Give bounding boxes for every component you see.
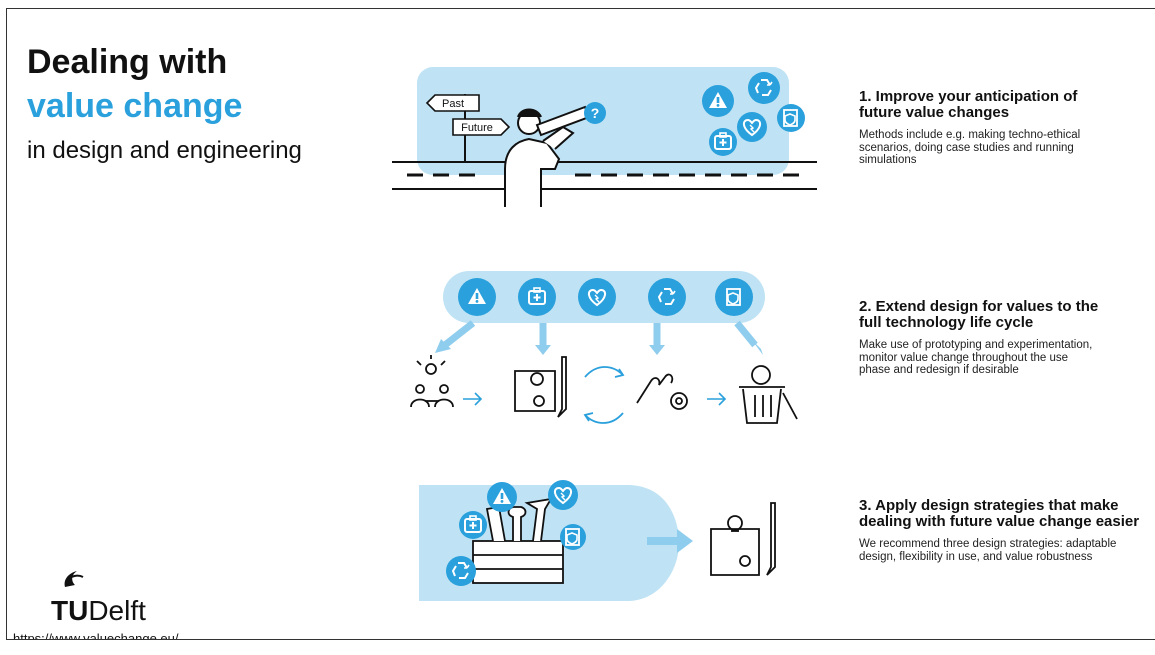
step-2-title: 2. Extend design for values to the full … [859,298,1099,331]
arrow-right-1 [463,392,483,406]
question-icon [584,102,606,124]
step-2: 2. Extend design for values to the full … [859,299,1155,377]
sign-past-label: Past [442,98,464,110]
cycle-arrows-icon [583,366,625,424]
slide-frame: Dealing with value change in design and … [6,8,1155,640]
step-2-body: Make use of prototyping and experimentat… [859,339,1093,376]
website-url[interactable]: https://www.valuechange.eu/ [13,631,179,640]
step-1-title: 1. Improve your anticipation of future v… [859,88,1078,121]
step-3-body: We recommend three design strategies: ad… [859,538,1117,563]
panel-life-cycle [410,271,798,424]
value-icons-row [458,278,753,316]
sky-background [417,67,789,175]
step-3: 3. Apply design strategies that make dea… [859,498,1155,563]
tudelft-logo: TUDelft [51,595,146,627]
trash-bin-icon [739,365,798,424]
sign-future-label: Future [461,122,493,134]
slide-bottom-border [6,639,1155,640]
logo-tu: TU [51,595,89,626]
panel-anticipation: ? [392,67,817,207]
tudelft-flame-icon [64,571,84,587]
blueprint-icon [514,356,567,418]
lightbulb-icon [710,502,776,576]
toolbox-icon [472,497,564,584]
meeting-icon [410,355,454,408]
step-1: 1. Improve your anticipation of future v… [859,89,1155,167]
step-1-body: Methods include e.g. making techno-ethic… [859,129,1081,166]
value-icons-cluster-3 [446,480,586,586]
arrow-right-2 [707,392,727,406]
logo-delft: Delft [88,595,146,626]
sign-future [452,118,511,136]
title-line-1: Dealing with [27,43,228,81]
telescope-icon [504,105,591,207]
illustration-canvas: ? [64,67,817,601]
step-3-title: 3. Apply design strategies that make dea… [859,497,1140,530]
value-icons-cluster-1 [702,72,805,156]
panel-design-strategies [419,480,776,601]
sign-past [425,94,480,112]
subtitle: in design and engineering [27,137,302,164]
svg-text:?: ? [591,105,600,121]
hand-gear-icon [636,373,688,410]
down-arrows [442,320,758,348]
title-line-2: value change [27,87,243,125]
